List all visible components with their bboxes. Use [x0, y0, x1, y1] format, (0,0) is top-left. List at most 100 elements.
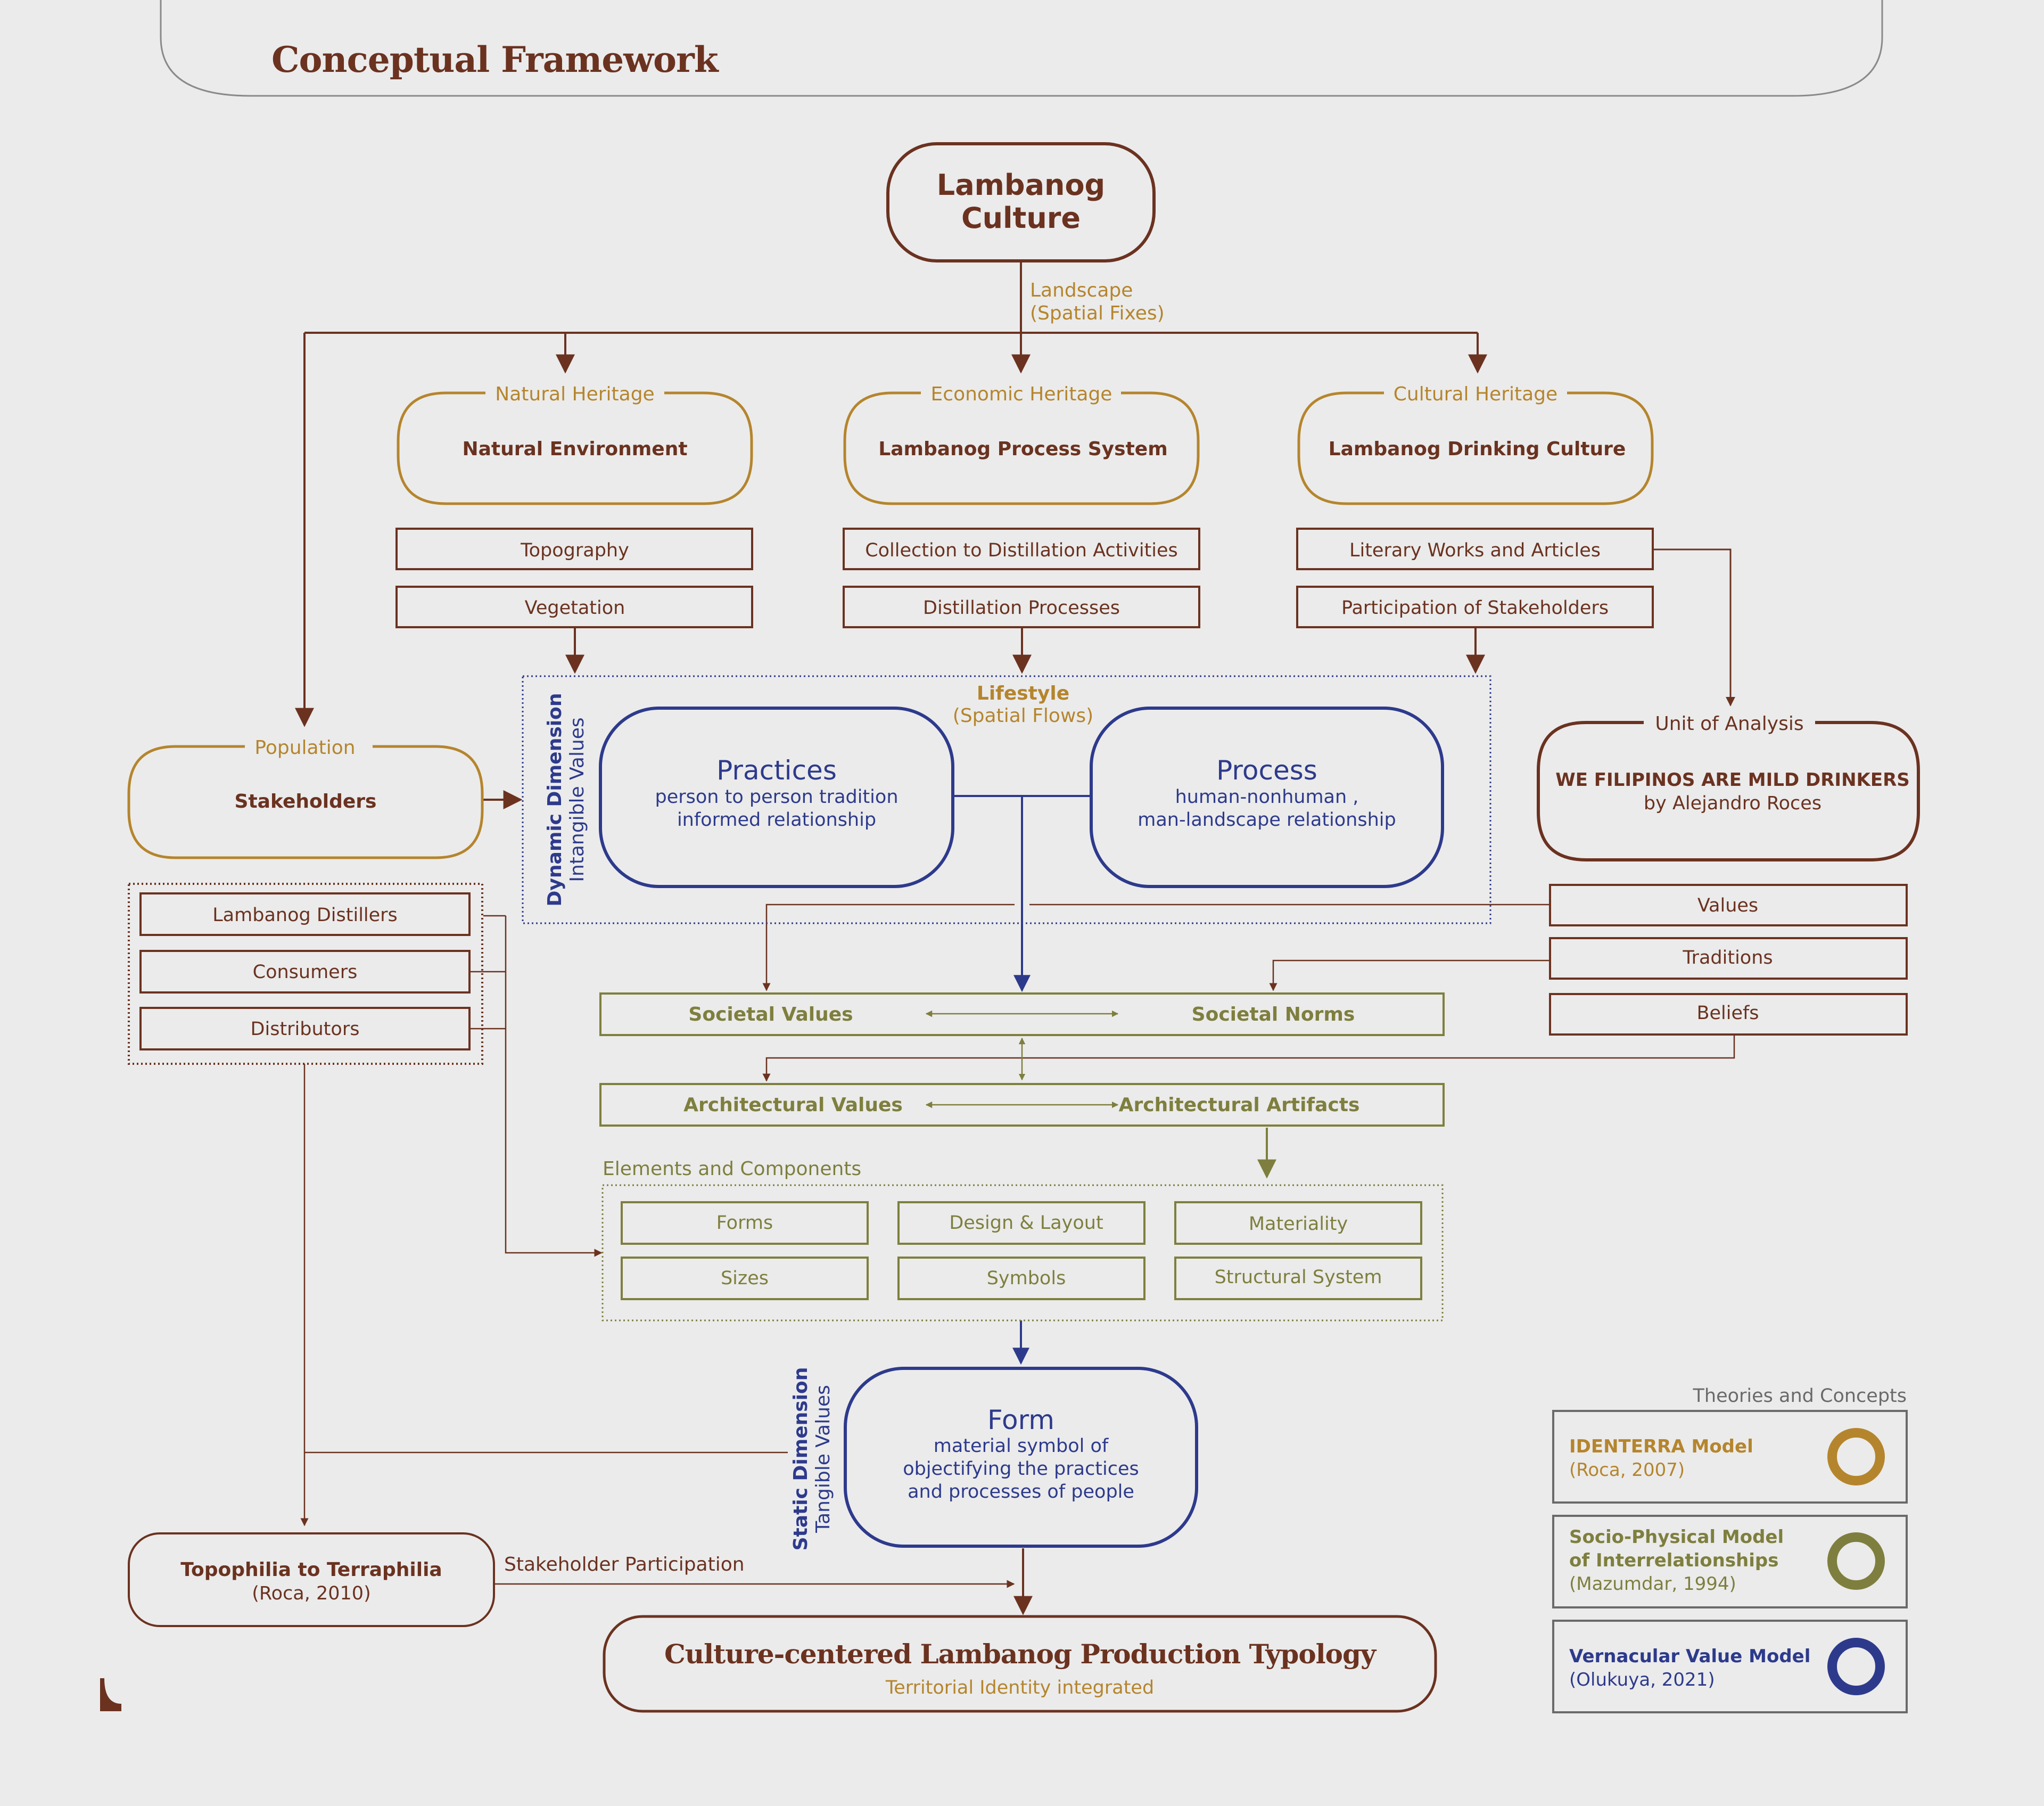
practices-line2: informed relationship — [677, 809, 876, 831]
element-item-box — [621, 1257, 869, 1300]
legend-item-name: IDENTERRA Model — [1569, 1436, 1753, 1457]
heritage-item: Participation of Stakeholders — [1341, 597, 1609, 619]
element-item: Materiality — [1249, 1213, 1348, 1235]
heritage-title: Lambanog Drinking Culture — [1329, 438, 1626, 460]
heritage-natural: Natural Heritage Natural Environment Top… — [395, 383, 753, 628]
lifestyle-sub: (Spatial Flows) — [953, 705, 1093, 727]
practices-title: Practices — [716, 755, 837, 786]
legend-ring-icon — [1827, 1638, 1885, 1695]
lambanog-culture-line1: Lambanog — [937, 168, 1105, 202]
legend-item-cite: (Roca, 2007) — [1569, 1459, 1685, 1481]
form-line3: and processes of people — [908, 1481, 1134, 1503]
header-frame — [160, 0, 1883, 97]
element-item-box — [1174, 1257, 1422, 1300]
unit-items: Values Traditions Beliefs — [1549, 884, 1908, 1036]
stakeholder-item: Lambanog Distillers — [212, 905, 398, 926]
form-title: Form — [987, 1405, 1054, 1435]
element-item: Symbols — [987, 1268, 1066, 1289]
connectors — [295, 262, 1735, 1615]
stakeholder-item: Distributors — [251, 1019, 360, 1040]
legend-item-name: Socio-Physical Model — [1569, 1526, 1784, 1548]
element-item: Sizes — [721, 1268, 769, 1289]
lambanog-culture-node — [886, 142, 1156, 262]
landscape-sub: (Spatial Fixes) — [1030, 302, 1165, 324]
stakeholder-item-box — [139, 892, 471, 936]
element-item-box — [897, 1257, 1145, 1300]
lambanog-culture-line2: Culture — [961, 201, 1081, 235]
unit-of-analysis-card: Unit of Analysis WE FILIPINOS ARE MILD D… — [1537, 713, 1920, 861]
unit-item-box — [1549, 993, 1908, 1036]
heritage-item: Literary Works and Articles — [1349, 540, 1601, 561]
heritage-item: Vegetation — [525, 597, 625, 619]
societal-box — [599, 992, 1445, 1036]
topophilia-title: Topophilia to Terraphilia — [180, 1559, 442, 1581]
heritage-title: Lambanog Process System — [878, 438, 1167, 460]
element-item: Forms — [716, 1212, 773, 1234]
heritage-item: Distillation Processes — [923, 597, 1120, 619]
legend: Theories and Concepts IDENTERRA Model (R… — [1552, 1385, 1908, 1713]
unit-title: WE FILIPINOS ARE MILD DRINKERS — [1555, 769, 1910, 791]
stakeholder-item-box — [139, 1007, 471, 1050]
heritage-tag: Natural Heritage — [495, 383, 654, 405]
unit-sub: by Alejandro Roces — [1644, 793, 1822, 814]
elements-label: Elements and Components — [603, 1158, 861, 1180]
static-dimension-sub: Tangible Values — [812, 1385, 834, 1533]
heritage-item-box — [395, 586, 753, 628]
societal-values: Societal Values — [688, 1004, 853, 1025]
elements-box — [601, 1184, 1444, 1321]
architectural-box — [599, 1083, 1445, 1127]
legend-ring-icon — [1827, 1428, 1885, 1485]
process-node: Process human-nonhuman , man-landscape r… — [1090, 707, 1444, 888]
architectural-values: Architectural Values — [683, 1094, 903, 1116]
heritage-tag: Cultural Heritage — [1394, 383, 1557, 405]
process-title: Process — [1216, 755, 1317, 786]
elements-items: Forms Design & Layout Materiality Sizes … — [621, 1201, 1422, 1300]
legend-item-box — [1552, 1620, 1908, 1713]
form-line2: objectifying the practices — [903, 1458, 1139, 1480]
population-title: Stakeholders — [235, 791, 377, 812]
architectural-artifacts: Architectural Artifacts — [1119, 1094, 1360, 1116]
dynamic-dimension-title: Dynamic Dimension — [544, 693, 566, 907]
landscape-label: Landscape — [1030, 280, 1133, 301]
lifestyle-box — [522, 675, 1491, 924]
population-tag: Population — [254, 737, 355, 759]
unit-item: Traditions — [1682, 947, 1773, 968]
stakeholder-list: Lambanog Distillers Consumers Distributo… — [128, 883, 483, 1065]
heritage-cultural: Cultural Heritage Lambanog Drinking Cult… — [1296, 383, 1654, 628]
heritage-item-box — [843, 528, 1200, 570]
stakeholder-participation-label: Stakeholder Participation — [504, 1554, 745, 1575]
result-title: Culture-centered Lambanog Production Typ… — [664, 1638, 1377, 1670]
heritage-item-box — [1296, 528, 1654, 570]
heritage-item-box — [1296, 586, 1654, 628]
element-item-box — [897, 1201, 1145, 1245]
dynamic-dimension-sub: Intangible Values — [566, 717, 588, 882]
stakeholder-item: Consumers — [253, 962, 358, 983]
legend-ring-icon — [1827, 1532, 1885, 1590]
topophilia-sub: (Roca, 2010) — [252, 1583, 370, 1604]
unit-item: Values — [1697, 895, 1758, 916]
element-item-box — [1174, 1201, 1422, 1245]
static-dimension-title: Static Dimension — [790, 1367, 812, 1551]
legend-title: Theories and Concepts — [1693, 1385, 1907, 1407]
societal-norms: Societal Norms — [1192, 1004, 1355, 1025]
heritage-item-box — [395, 528, 753, 570]
result-node: Culture-centered Lambanog Production Typ… — [603, 1615, 1437, 1713]
page-title: Conceptual Framework — [271, 39, 719, 80]
topophilia-node: Topophilia to Terraphilia (Roca, 2010) — [128, 1532, 495, 1627]
heritage-tag: Economic Heritage — [931, 383, 1112, 405]
unit-item-box — [1549, 884, 1908, 926]
legend-item-cite: (Olukuya, 2021) — [1569, 1669, 1715, 1690]
heritage-item: Topography — [520, 540, 629, 561]
lifestyle-label: Lifestyle — [977, 683, 1069, 704]
unit-tag: Unit of Analysis — [1655, 713, 1803, 735]
process-line1: human-nonhuman , — [1175, 786, 1359, 808]
heritage-item: Collection to Distillation Activities — [865, 540, 1178, 561]
unit-item: Beliefs — [1696, 1003, 1759, 1024]
unit-item-box — [1549, 937, 1908, 980]
corner-mark — [100, 1678, 121, 1711]
practices-node: Practices person to person tradition inf… — [599, 707, 954, 888]
heritage-item-box — [843, 586, 1200, 628]
element-item-box — [621, 1201, 869, 1245]
result-sub: Territorial Identity integrated — [885, 1677, 1154, 1698]
